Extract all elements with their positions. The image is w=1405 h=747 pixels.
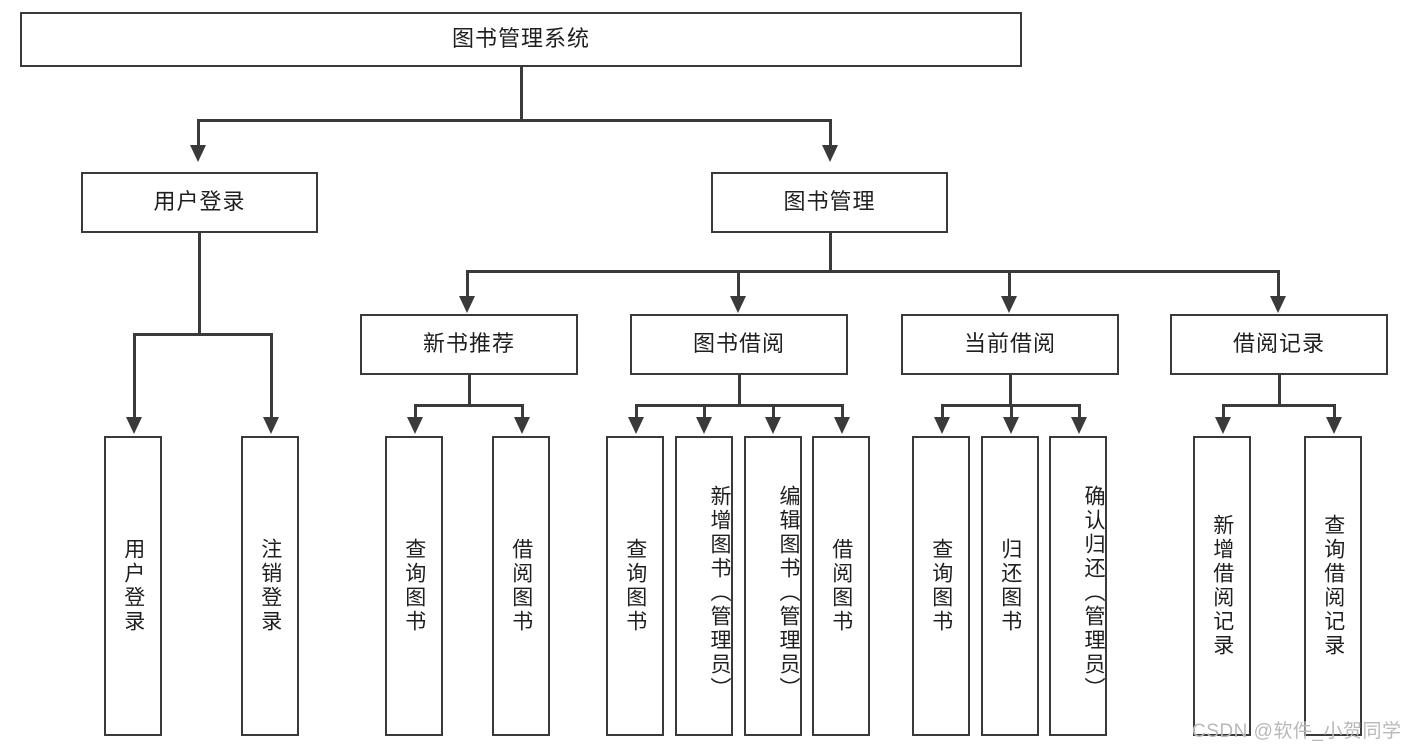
connector-borrow-record-to-leaf-1 — [1222, 404, 1225, 419]
node-leaf-edit-book[interactable]: 编辑图书（管理员） — [744, 436, 802, 736]
node-leaf-return-book[interactable]: 归还图书 — [981, 436, 1039, 736]
node-leaf-user-login[interactable]: 用户登录 — [104, 436, 162, 736]
node-new-book-recommend[interactable]: 新书推荐 — [360, 314, 578, 375]
connector-bm-to-current-borrow — [1008, 270, 1011, 298]
connector-borrow-record-stem — [1278, 375, 1281, 406]
arrow-root-to-user-login — [190, 145, 206, 162]
connector-book-borrow-stem — [738, 375, 741, 406]
node-leaf-add-book[interactable]: 新增图书（管理员） — [675, 436, 733, 736]
node-leaf-add-record-label: 新增借阅记录 — [1210, 514, 1234, 658]
node-leaf-borrow-book-2[interactable]: 借阅图书 — [812, 436, 870, 736]
node-leaf-query-record-label: 查询借阅记录 — [1321, 514, 1345, 658]
connector-current-borrow-stem — [1009, 375, 1012, 406]
node-leaf-query-book-2-label: 查询图书 — [623, 538, 647, 634]
node-leaf-query-book-3[interactable]: 查询图书 — [912, 436, 970, 736]
arrow-bm-to-borrow-record — [1270, 296, 1286, 313]
connector-new-book-bar — [414, 404, 523, 407]
arrow-borrow-record-to-leaf-1 — [1215, 417, 1231, 434]
arrow-new-book-to-leaf-2 — [514, 417, 530, 434]
connector-book-borrow-to-leaf-2 — [703, 404, 706, 419]
node-leaf-query-book-1-label: 查询图书 — [402, 538, 426, 634]
node-book-management-label: 图书管理 — [783, 189, 876, 215]
connector-book-borrow-to-leaf-3 — [772, 404, 775, 419]
connector-bm-to-new-book — [466, 270, 469, 298]
arrow-book-borrow-to-leaf-1 — [628, 417, 644, 434]
connector-current-borrow-to-leaf-1 — [941, 404, 944, 419]
connector-user-login-to-leaf-2 — [270, 333, 273, 419]
node-leaf-add-book-label: 新增图书（管理员） — [708, 485, 731, 701]
arrow-bm-to-new-book — [459, 296, 475, 313]
node-leaf-query-book-2[interactable]: 查询图书 — [606, 436, 664, 736]
node-leaf-return-book-label: 归还图书 — [998, 538, 1022, 634]
node-leaf-edit-book-label: 编辑图书（管理员） — [777, 485, 800, 701]
arrow-current-borrow-to-leaf-2 — [1003, 417, 1019, 434]
arrow-borrow-record-to-leaf-2 — [1326, 417, 1342, 434]
arrow-current-borrow-to-leaf-3 — [1071, 417, 1087, 434]
node-leaf-logout-login-label: 注销登录 — [258, 538, 282, 634]
node-current-borrow-label: 当前借阅 — [963, 331, 1056, 357]
node-borrow-record-label: 借阅记录 — [1232, 331, 1325, 357]
node-leaf-logout-login[interactable]: 注销登录 — [241, 436, 299, 736]
arrow-user-login-to-leaf-2 — [263, 417, 279, 434]
connector-user-login-to-leaf-1 — [133, 333, 136, 419]
node-borrow-record[interactable]: 借阅记录 — [1170, 314, 1388, 375]
arrow-book-borrow-to-leaf-4 — [834, 417, 850, 434]
node-leaf-borrow-book-2-label: 借阅图书 — [829, 538, 853, 634]
connector-book-borrow-bar — [635, 404, 843, 407]
node-user-login-label: 用户登录 — [153, 189, 246, 215]
connector-root-stem — [520, 67, 523, 121]
connector-book-management-stem — [829, 233, 832, 272]
connector-root-to-user-login — [197, 119, 200, 147]
node-root-label: 图书管理系统 — [451, 26, 590, 52]
connector-book-management-bar — [466, 270, 1279, 273]
arrow-current-borrow-to-leaf-1 — [934, 417, 950, 434]
arrow-new-book-to-leaf-1 — [407, 417, 423, 434]
connector-new-book-stem — [468, 375, 471, 406]
node-leaf-borrow-book-1[interactable]: 借阅图书 — [492, 436, 550, 736]
connector-new-book-to-leaf-2 — [521, 404, 524, 419]
node-leaf-confirm-return-label: 确认归还（管理员） — [1082, 485, 1105, 701]
node-current-borrow[interactable]: 当前借阅 — [901, 314, 1119, 375]
node-book-borrow-label: 图书借阅 — [692, 331, 785, 357]
connector-root-to-book-management — [829, 119, 832, 147]
connector-book-borrow-to-leaf-1 — [635, 404, 638, 419]
node-leaf-user-login-label: 用户登录 — [121, 538, 145, 634]
arrow-bm-to-current-borrow — [1001, 296, 1017, 313]
node-leaf-borrow-book-1-label: 借阅图书 — [509, 538, 533, 634]
csdn-watermark: CSDN @软件_小贺同学 — [1192, 721, 1402, 742]
connector-borrow-record-bar — [1222, 404, 1335, 407]
connector-bm-to-borrow-record — [1277, 270, 1280, 298]
connector-current-borrow-to-leaf-3 — [1078, 404, 1081, 419]
connector-book-borrow-to-leaf-4 — [841, 404, 844, 419]
node-leaf-query-book-1[interactable]: 查询图书 — [385, 436, 443, 736]
node-leaf-add-record[interactable]: 新增借阅记录 — [1193, 436, 1251, 736]
node-leaf-confirm-return[interactable]: 确认归还（管理员） — [1049, 436, 1107, 736]
connector-root-bar — [197, 119, 832, 122]
node-user-login[interactable]: 用户登录 — [81, 172, 318, 233]
arrow-user-login-to-leaf-1 — [126, 417, 142, 434]
connector-user-login-bar — [133, 333, 272, 336]
node-root[interactable]: 图书管理系统 — [20, 12, 1022, 67]
node-book-management[interactable]: 图书管理 — [711, 172, 948, 233]
connector-user-login-stem — [198, 233, 201, 335]
node-leaf-query-book-3-label: 查询图书 — [929, 538, 953, 634]
arrow-book-borrow-to-leaf-2 — [696, 417, 712, 434]
node-leaf-query-record[interactable]: 查询借阅记录 — [1304, 436, 1362, 736]
node-new-book-recommend-label: 新书推荐 — [422, 331, 515, 357]
connector-current-borrow-to-leaf-2 — [1010, 404, 1013, 419]
arrow-book-borrow-to-leaf-3 — [765, 417, 781, 434]
arrow-bm-to-book-borrow — [730, 296, 746, 313]
connector-bm-to-book-borrow — [737, 270, 740, 298]
node-book-borrow[interactable]: 图书借阅 — [630, 314, 848, 375]
arrow-root-to-book-management — [822, 145, 838, 162]
connector-new-book-to-leaf-1 — [414, 404, 417, 419]
connector-borrow-record-to-leaf-2 — [1333, 404, 1336, 419]
